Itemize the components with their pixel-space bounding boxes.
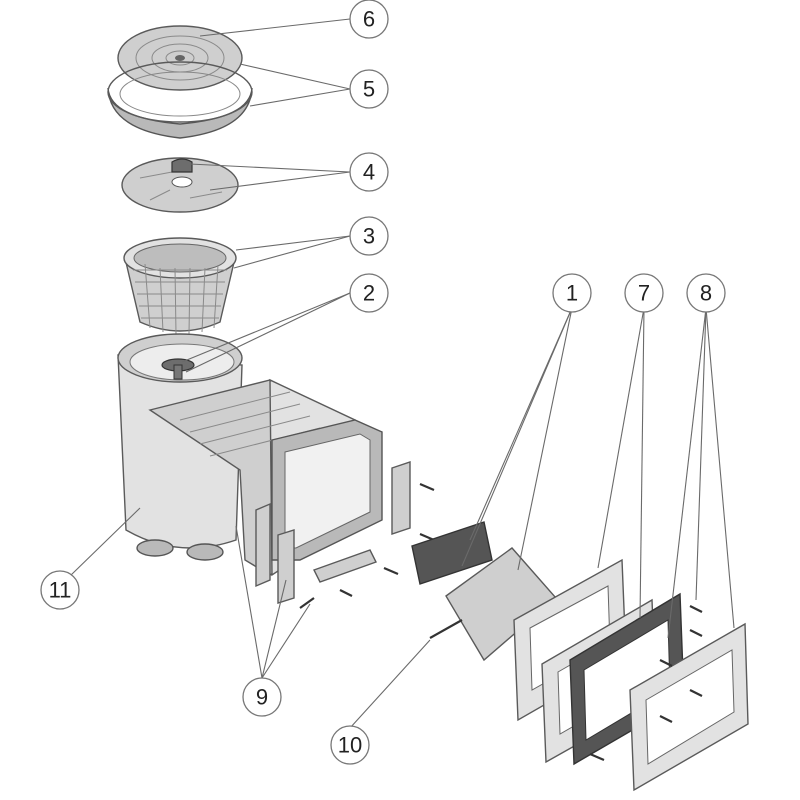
callout-2-label: 2 [363,281,375,306]
callout-11: 11 [40,570,80,610]
callout-8-label: 8 [700,281,712,306]
callout-1: 1 [552,273,592,313]
callout-7: 7 [624,273,664,313]
callout-5: 5 [349,69,389,109]
clamp-strips [277,482,435,609]
lid-ring [107,61,253,139]
callout-4-label: 4 [363,160,375,185]
callout-11-label: 11 [49,578,72,603]
valve [161,358,195,380]
callout-3: 3 [349,216,389,256]
callout-10-label: 10 [338,733,362,758]
callout-6: 6 [349,0,389,39]
callout-6-label: 6 [363,7,375,32]
callout-5-label: 5 [363,77,375,102]
leader-lines [69,18,735,729]
callout-9-label: 9 [256,685,268,710]
face-frame [569,592,749,792]
callout-10: 10 [330,725,370,765]
callout-1-label: 1 [566,281,578,306]
basket [123,237,237,335]
callout-9: 9 [242,677,282,717]
callout-2: 2 [349,273,389,313]
skimmer-body [117,333,411,588]
callout-7-label: 7 [638,281,650,306]
callout-8: 8 [686,273,726,313]
callout-3-label: 3 [363,224,375,249]
float-plate [121,157,239,213]
skimmer-lid [117,25,243,91]
callout-4: 4 [349,152,389,192]
